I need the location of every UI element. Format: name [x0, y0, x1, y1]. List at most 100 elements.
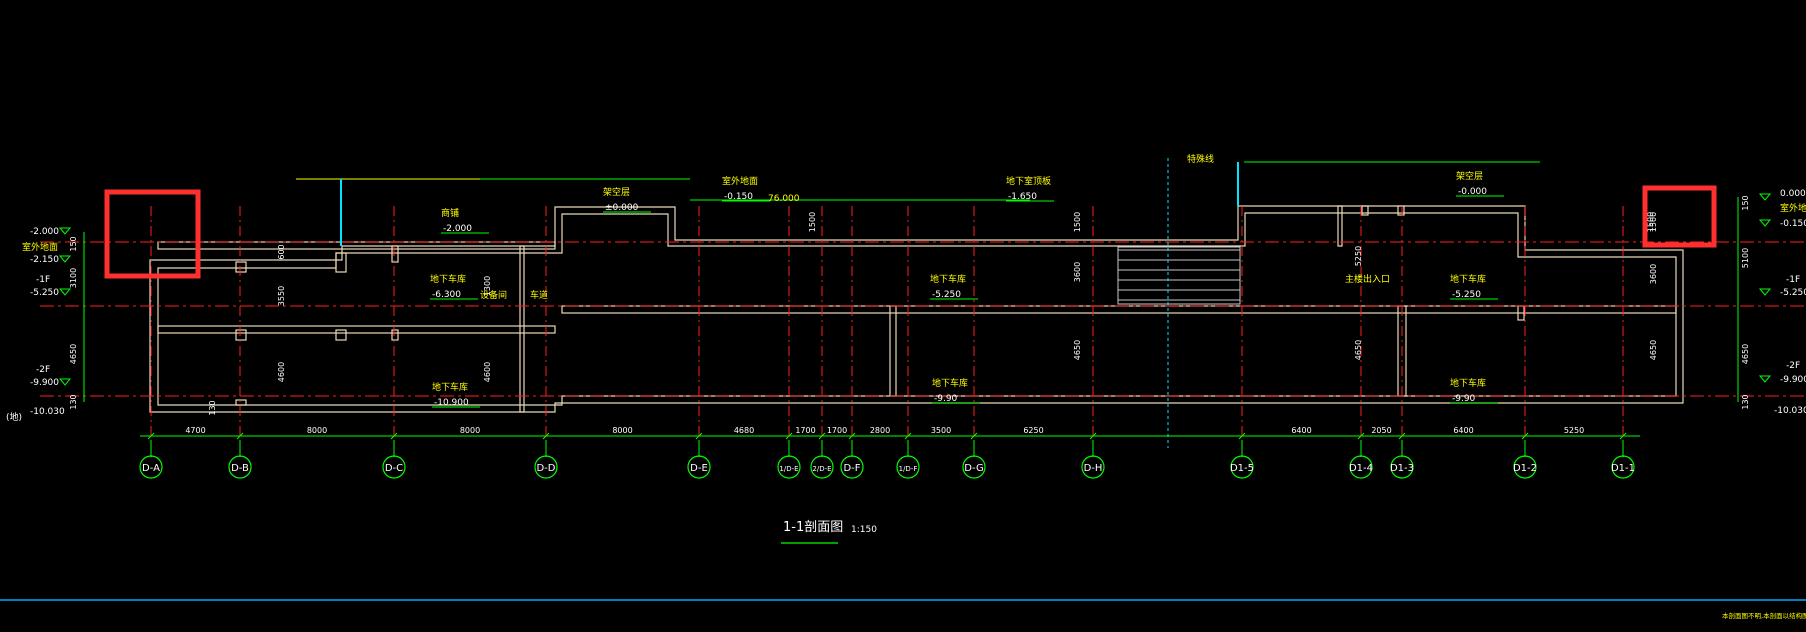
floor-slab-1: [157, 325, 556, 334]
axis-label: 2/D-E: [812, 465, 831, 473]
axis-label: D-G: [964, 463, 983, 474]
axis-label: D-D: [536, 463, 555, 474]
elevation-right: 0.000: [1780, 189, 1806, 199]
elevation-marker-right: [1758, 288, 1772, 296]
wall-column-5: [335, 329, 347, 341]
dim-text: 6400: [1453, 426, 1473, 435]
room-elevation: -2.000: [443, 224, 472, 234]
axis-label: D1-2: [1513, 463, 1537, 474]
wall-outline: [149, 205, 1684, 413]
axis-bubble: [534, 455, 558, 479]
elevation-left: (地): [6, 411, 22, 423]
elevation-marker-left: [58, 378, 72, 386]
dim-text: 3500: [931, 426, 951, 435]
axis-bubble: [139, 455, 163, 479]
dim-tick: [390, 432, 398, 440]
dim-text-inner: 4650: [1354, 340, 1363, 360]
dim-text: 4680: [734, 426, 754, 435]
room-label: 特殊线: [1187, 153, 1214, 165]
dim-text-inner: 3600: [1649, 264, 1658, 284]
elevation-right: -0.150: [1780, 219, 1806, 229]
axis-bubble: [1349, 455, 1373, 479]
dim-text-inner: 3550: [277, 286, 286, 306]
dim-text: 8000: [307, 426, 327, 435]
dim-text-inner: 4600: [483, 362, 492, 382]
wall-column-9: [889, 305, 897, 397]
room-label: 车道: [530, 289, 548, 301]
dim-text-inner: 1300: [483, 276, 492, 296]
axis-label: D-C: [385, 463, 403, 474]
axis-bubble: [896, 455, 920, 479]
dim-text: 6250: [1023, 426, 1043, 435]
axis-bubble: [840, 455, 864, 479]
room-label: 架空层: [603, 186, 630, 198]
elevation-marker-left: [58, 288, 72, 296]
dim-text: 2800: [870, 426, 890, 435]
dim-text-inner: 1500: [1073, 212, 1082, 232]
elevation-marker-right: [1758, 375, 1772, 383]
dim-text-inner: 1500: [1646, 212, 1655, 232]
drawing-title: 1-1剖面图: [783, 520, 843, 535]
elevation-left: -5.250: [30, 288, 59, 298]
dim-text-vertical: 4650: [69, 344, 78, 364]
dim-text: 1700: [827, 426, 847, 435]
dim-text-inner: 4600: [277, 362, 286, 382]
dim-text-inner: 600: [277, 244, 286, 259]
room-label: 地下车库: [1450, 273, 1486, 285]
dim-text: 8000: [612, 426, 632, 435]
drawing-scale: 1:150: [851, 525, 877, 535]
elevation-right: -10.030: [1774, 406, 1806, 416]
wall-column-3: [235, 261, 247, 273]
dim-tick: [1089, 432, 1097, 440]
room-label: 室外地面: [722, 175, 758, 187]
roof-slab-left: [157, 241, 556, 250]
room-elevation: ±0.000: [605, 203, 639, 213]
dim-tick: [848, 432, 856, 440]
axis-label: 1/D-F: [899, 465, 918, 473]
axis-label: D1-4: [1349, 463, 1373, 474]
elevation-marker-right: [1758, 219, 1772, 227]
dim-tick: [695, 432, 703, 440]
dim-text: 6400: [1291, 426, 1311, 435]
wall-column-6: [391, 329, 399, 341]
wall-column-4: [235, 329, 247, 341]
wall-column-2: [391, 245, 399, 263]
axis-label: D-A: [142, 463, 160, 474]
highlight-box-left[interactable]: [104, 189, 201, 279]
wall-column-7: [235, 399, 247, 406]
room-elevation: -9.90: [1452, 394, 1476, 404]
room-elevation: -9.90: [934, 394, 958, 404]
dim-text: 5250: [1564, 426, 1584, 435]
axis-label: 1/D-E: [779, 465, 798, 473]
elevation-left: -2.150: [30, 255, 59, 265]
room-label: 地下车库: [1450, 377, 1486, 389]
axis-label: D-E: [690, 463, 708, 474]
dim-text-inner: 4650: [1649, 340, 1658, 360]
highlight-box-right[interactable]: [1642, 185, 1717, 248]
dim-tick: [1357, 432, 1365, 440]
room-label: 主楼出入口: [1345, 273, 1390, 285]
room-elevation: -0.000: [1458, 187, 1487, 197]
dim-text-inner: 130: [208, 400, 217, 415]
wall-column-12: [1361, 205, 1369, 216]
dim-text-vertical: 4650: [1741, 344, 1750, 364]
wall-column-13: [1397, 205, 1405, 216]
dim-text-inner: 1500: [808, 212, 817, 232]
elevation-right: 室外地面: [1780, 202, 1806, 214]
floor-slab-2: [561, 305, 1677, 314]
room-elevation: -1.650: [1008, 192, 1037, 202]
highlight-boxes: [104, 185, 1717, 279]
elevation-right: -1F: [1786, 275, 1800, 285]
drawing-title-block: 1-1剖面图 1:150: [781, 520, 877, 544]
axis-label: D1-3: [1390, 463, 1414, 474]
dim-tick: [236, 432, 244, 440]
dim-text: 8000: [460, 426, 480, 435]
elevation-left: -2.000: [30, 227, 59, 237]
wall-column-1: [335, 252, 347, 273]
dim-tick: [904, 432, 912, 440]
elevation-left: -2F: [36, 365, 50, 375]
axis-bubble: [687, 455, 711, 479]
axis-bubble: [962, 455, 986, 479]
